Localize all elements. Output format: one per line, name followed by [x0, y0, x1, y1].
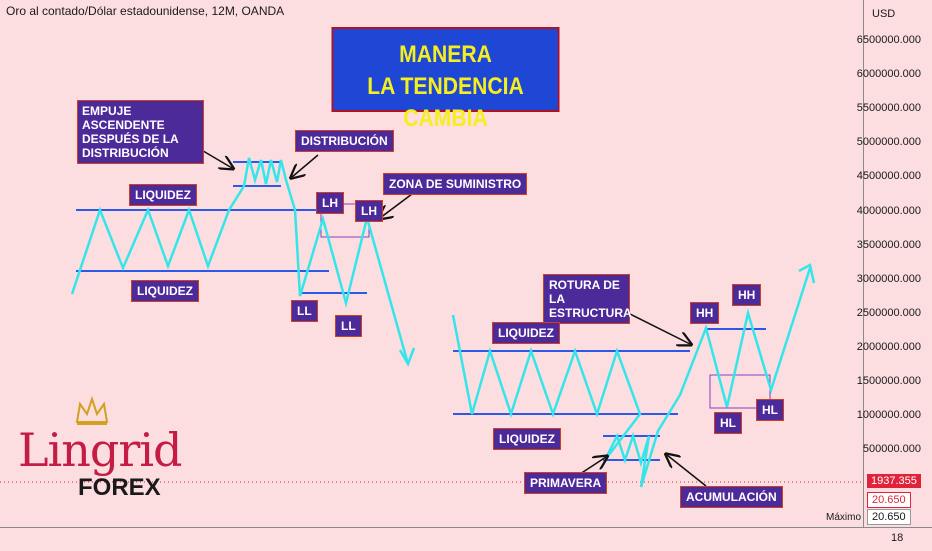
low-price-badge: 20.650 — [867, 492, 911, 508]
label-ll-1: LL — [291, 300, 318, 322]
label-empuje: EMPUJE ASCENDENTE DESPUÉS DE LA DISTRIBU… — [77, 100, 204, 164]
price-axis-tick: 1500000.000 — [856, 375, 921, 387]
label-hh-2: HH — [732, 284, 762, 306]
price-axis-tick: 4500000.000 — [856, 170, 921, 183]
demand-zone — [709, 374, 771, 409]
max-price-badge: 20.650 — [867, 509, 911, 525]
crown-icon — [75, 396, 109, 425]
symbol-title[interactable]: Oro al contado/Dólar estadounidense, 12M… — [6, 4, 285, 18]
chart-title-box: MANERA LA TENDENCIA CAMBIA — [331, 27, 560, 132]
logo-sub-text: FOREX — [78, 474, 161, 501]
price-path-right — [451, 267, 812, 488]
label-ll-2: LL — [335, 315, 362, 337]
price-axis-tick: 500000.000 — [862, 443, 921, 456]
price-axis-tick: 2000000.000 — [856, 340, 921, 353]
chart-title-line2: LA TENDENCIA CAMBIA — [367, 73, 524, 132]
label-lh-2: LH — [355, 200, 383, 222]
arrow-acumulacion — [667, 455, 707, 487]
label-lh-1: LH — [316, 192, 344, 214]
price-arrow-down — [398, 347, 416, 367]
logo-brand-text: Lingrid — [18, 423, 182, 477]
price-arrow-up — [798, 263, 816, 284]
label-liquidez-top-left: LIQUIDEZ — [129, 184, 197, 206]
price-axis-tick: 2500000.000 — [856, 306, 921, 319]
max-label: Máximo — [826, 512, 862, 523]
label-liquidez-bottom-right: LIQUIDEZ — [493, 428, 561, 450]
price-axis-tick: 5000000.000 — [856, 136, 921, 149]
arrow-rotura — [627, 312, 690, 344]
price-axis-tick: 3000000.000 — [856, 272, 921, 285]
label-liquidez-top-right: LIQUIDEZ — [492, 322, 560, 344]
label-primavera: PRIMAVERA — [524, 472, 608, 494]
price-axis-tick: 4000000.000 — [856, 204, 921, 217]
label-zona-suministro: ZONA DE SUMINISTRO — [383, 173, 528, 195]
label-liquidez-bottom-left: LIQUIDEZ — [131, 280, 199, 302]
label-hh-1: HH — [690, 302, 720, 324]
price-axis-unit: USD — [872, 8, 896, 20]
arrow-distribucion — [292, 154, 319, 177]
lingrid-logo: Lingrid FOREX — [18, 396, 188, 506]
time-axis[interactable]: 18 — [0, 527, 932, 551]
current-price-badge: 1937.355 — [867, 474, 921, 488]
chart-title-line1: MANERA — [399, 41, 492, 68]
label-rotura: ROTURA DE LA ESTRUCTURA — [543, 274, 632, 324]
time-axis-label: 18 — [891, 532, 904, 544]
price-axis[interactable]: USD 6500000.000 6000000.000 5500000.000 500… — [857, 0, 932, 527]
label-hl-2: HL — [756, 399, 784, 421]
price-axis-tick: 6000000.000 — [856, 68, 921, 81]
price-axis-tick: 1000000.000 — [856, 409, 921, 422]
label-distribucion: DISTRIBUCIÓN — [295, 130, 394, 152]
label-hl-1: HL — [714, 412, 742, 434]
label-acumulacion: ACUMULACIÓN — [680, 486, 783, 508]
price-axis-tick: 6500000.000 — [856, 34, 921, 46]
price-path-left — [70, 157, 410, 365]
arrow-primavera — [579, 457, 606, 475]
arrow-zona — [380, 193, 413, 218]
price-axis-tick: 5500000.000 — [856, 102, 921, 115]
price-axis-tick: 3500000.000 — [856, 238, 921, 251]
